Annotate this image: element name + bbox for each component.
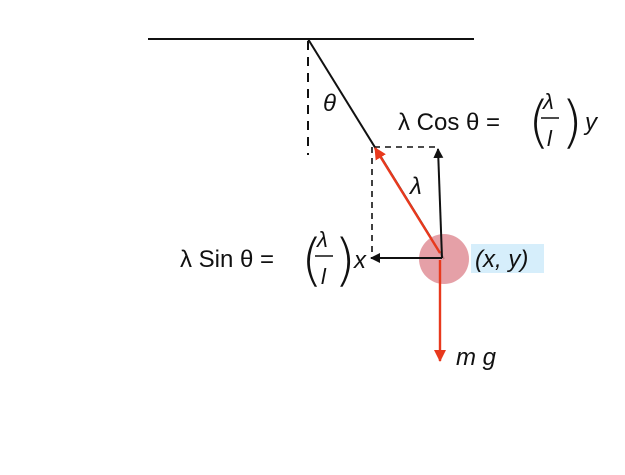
cos-fraction-numerator: λ — [542, 89, 554, 114]
coords-label: (x, y) — [475, 246, 528, 273]
sin-left-paren: ( — [301, 228, 323, 293]
pendulum-bob — [419, 234, 469, 284]
cos-term-label: λ Cos θ = — [398, 109, 500, 136]
sin-term-label: λ Sin θ = — [180, 246, 274, 273]
weight-label: m g — [456, 344, 497, 371]
cos-equation: λ Cos θ = ( λ l ) y — [398, 89, 599, 155]
cos-left-paren: ( — [528, 90, 550, 155]
coords-highlight — [471, 244, 544, 273]
sin-fraction-denominator: l — [321, 264, 327, 289]
cos-fraction-denominator: l — [547, 126, 553, 151]
cos-y-variable: y — [583, 109, 599, 136]
theta-label: θ — [323, 90, 336, 117]
cos-right-paren: ) — [561, 90, 583, 155]
sin-right-paren: ) — [334, 228, 356, 293]
vertical-component-arrow — [433, 148, 444, 259]
tension-arrow — [373, 147, 442, 254]
sin-equation: λ Sin θ = ( λ l ) x — [180, 227, 367, 293]
tension-lambda-label: λ — [408, 173, 422, 200]
sin-x-variable: x — [353, 247, 367, 274]
sin-fraction-numerator: λ — [316, 227, 328, 252]
